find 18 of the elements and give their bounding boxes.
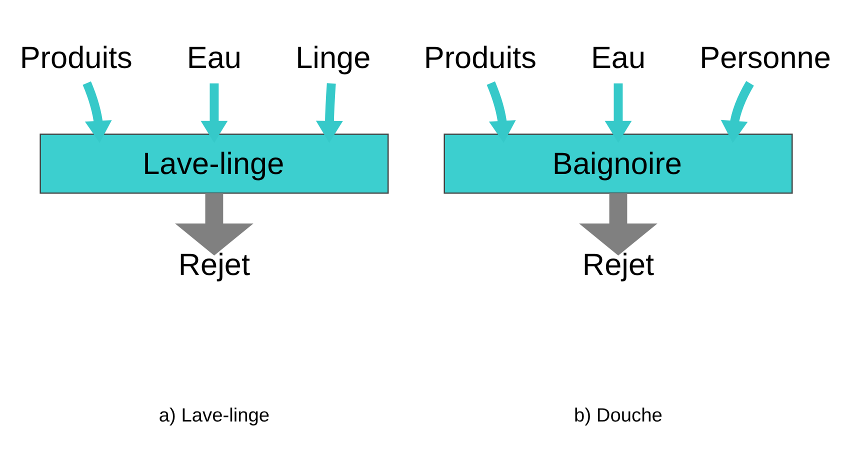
label: b) Douche [574,404,662,426]
arrow [604,82,632,142]
node-text: Produits [19,40,132,75]
node-text: Rejet [582,246,654,282]
node-text: Rejet [178,246,250,282]
arrow [720,80,754,142]
arrow [315,82,342,142]
arrow [578,192,657,256]
arrow [82,80,112,142]
label: a) Lave-linge [158,404,270,426]
node-text: Eau [186,40,241,75]
arrow [200,82,228,142]
node-text: Personne [699,40,830,75]
node-text: Linge [295,40,370,75]
arrow [174,192,253,256]
arrow [486,80,516,142]
node-text: Produits [423,40,536,75]
node-text: Eau [590,40,646,75]
